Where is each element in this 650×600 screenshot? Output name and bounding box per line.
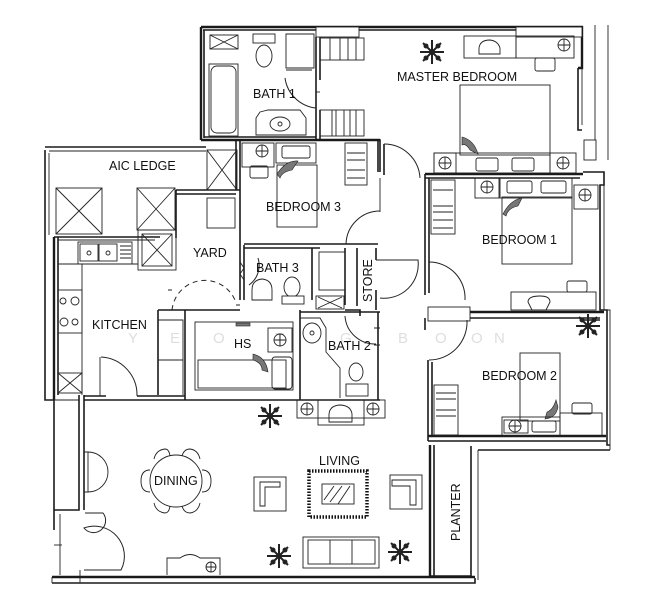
wardrobe	[430, 179, 456, 235]
label-master-bedroom: MASTER BEDROOM	[397, 70, 517, 84]
dining-table	[140, 448, 212, 514]
watermark-letter: G	[340, 330, 352, 347]
wardrobe	[433, 384, 459, 436]
label-hs: HS	[234, 337, 251, 351]
shower-box	[209, 34, 239, 50]
watermark-letter: O	[213, 330, 225, 347]
watermark-letter: O	[435, 330, 447, 347]
toilet-tank	[252, 33, 276, 44]
ac-units	[55, 149, 238, 271]
plant-icon	[267, 544, 291, 568]
wardrobe	[319, 37, 365, 137]
label-aic-ledge: AIC LEDGE	[109, 159, 176, 173]
label-dining: DINING	[154, 474, 198, 488]
bed	[459, 84, 551, 156]
label-kitchen: KITCHEN	[92, 318, 147, 332]
plants	[258, 40, 600, 568]
label-yard: YARD	[193, 246, 227, 260]
plant-icon	[576, 314, 600, 338]
fixtures	[55, 33, 603, 575]
plant-icon	[388, 540, 412, 564]
armchair	[253, 476, 287, 512]
label-planter: PLANTER	[449, 483, 463, 541]
watermark-letter: Y	[128, 330, 138, 347]
rug-coffee-table	[307, 469, 369, 519]
bathtub	[210, 65, 237, 134]
dresser	[463, 35, 517, 59]
label-bedroom3: BEDROOM 3	[266, 200, 341, 214]
label-bath3: BATH 3	[256, 261, 299, 275]
washer	[206, 197, 236, 229]
watermark-letter: N	[494, 330, 505, 347]
doors	[54, 77, 468, 571]
toilet-icon	[283, 276, 301, 298]
plant-icon	[258, 404, 282, 428]
sink-icon	[302, 322, 322, 344]
plant-icon	[420, 40, 444, 64]
room-labels: MASTER BEDROOM BATH 1 AIC LEDGE BEDROOM …	[92, 70, 557, 541]
label-store: STORE	[361, 259, 375, 302]
label-living: LIVING	[319, 454, 360, 468]
label-bath1: BATH 1	[253, 87, 296, 101]
stove	[57, 289, 83, 334]
interior-walls	[54, 37, 604, 441]
sink-icon	[269, 116, 291, 132]
watermark-letter: O	[471, 330, 483, 347]
toilet-icon	[255, 44, 273, 68]
armchair	[389, 474, 423, 510]
sink-icon	[251, 278, 273, 301]
label-bedroom2: BEDROOM 2	[482, 369, 557, 383]
wardrobe	[344, 142, 368, 186]
watermark-letter: B	[398, 330, 408, 347]
chair-icon	[527, 295, 551, 311]
toilet-icon	[348, 362, 364, 382]
bed	[276, 164, 318, 228]
chair-icon	[478, 39, 501, 55]
watermark-letter: E	[170, 330, 180, 347]
bed	[501, 196, 573, 265]
bed	[197, 359, 287, 389]
sofa	[302, 536, 380, 569]
label-bath2: BATH 2	[328, 339, 371, 353]
label-bedroom1: BEDROOM 1	[482, 233, 557, 247]
